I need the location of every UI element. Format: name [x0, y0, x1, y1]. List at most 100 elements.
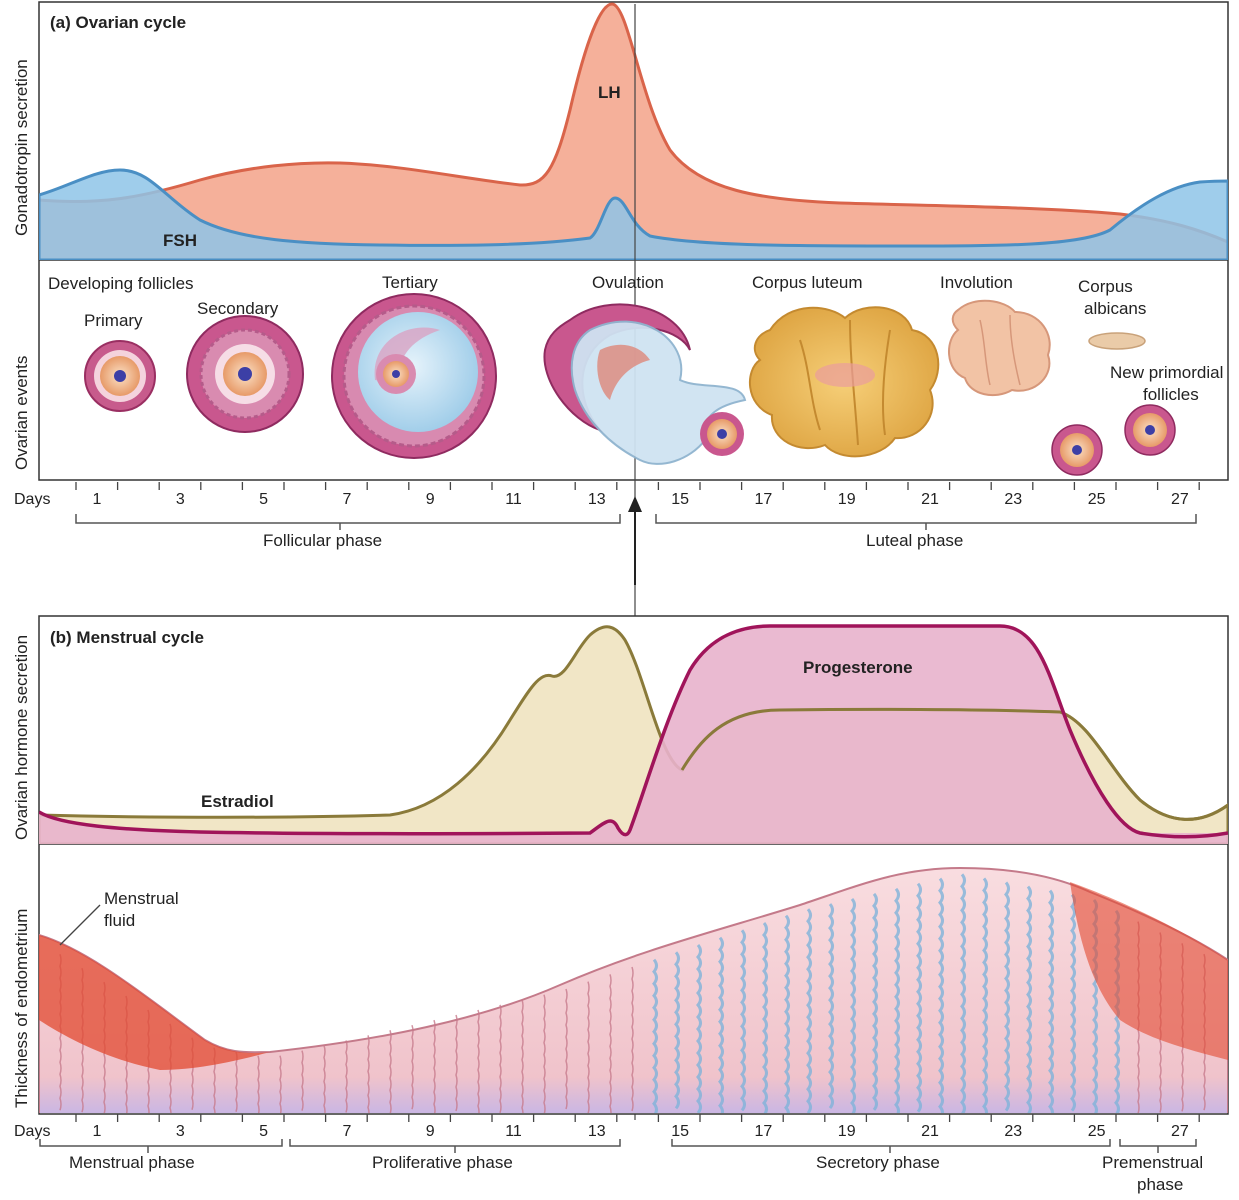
day-tick-label: 27	[1171, 1123, 1189, 1140]
endometrial-gland	[872, 892, 878, 1111]
estradiol-label: Estradiol	[201, 792, 274, 811]
corpus-luteum	[748, 306, 940, 458]
endometrial-gland	[762, 922, 768, 1113]
menstrual-shedding-right	[1070, 882, 1228, 1060]
day-tick-label: 23	[1004, 491, 1022, 508]
premenstrual-phase-label-1: Premenstrual	[1102, 1153, 1203, 1172]
day-tick-label: 17	[755, 1123, 773, 1140]
fsh-area	[39, 168, 1228, 260]
day-tick-label: 1	[93, 491, 102, 508]
day-tick-label: 1	[93, 1123, 102, 1140]
endometrial-gland	[806, 908, 812, 1113]
ovarian-hormone-axis-label: Ovarian hormone secretion	[12, 635, 31, 840]
day-tick-label: 11	[505, 491, 522, 508]
endometrial-glands	[59, 873, 1206, 1113]
endometrial-gland	[696, 944, 702, 1113]
event-ovulation: Ovulation	[592, 273, 664, 292]
premenstrual-phase-label-2: phase	[1137, 1175, 1183, 1194]
panel-a-title: (a) Ovarian cycle	[50, 13, 186, 32]
tertiary-follicle	[331, 293, 497, 459]
estradiol-line	[680, 707, 1228, 821]
panel-a-days-label: Days	[14, 491, 50, 508]
corpus-albicans	[1088, 332, 1146, 350]
day-tick-label: 11	[505, 1123, 522, 1140]
endometrial-gland	[323, 1045, 326, 1113]
endometrial-gland	[631, 966, 634, 1112]
lh-label: LH	[598, 83, 621, 102]
secretory-phase-label: Secretory phase	[816, 1153, 940, 1172]
progesterone-line	[39, 624, 1228, 839]
endometrial-gland	[389, 1030, 392, 1113]
event-new-primordial-2: follicles	[1143, 385, 1199, 404]
menstrual-fluid-label-1: Menstrual	[104, 889, 179, 908]
endometrial-gland	[543, 994, 546, 1113]
endometrial-gland	[1048, 889, 1054, 1113]
endometrial-gland	[982, 877, 988, 1113]
ovarian-hormone-curves	[39, 624, 1228, 844]
day-tick-label: 9	[426, 491, 435, 508]
day-tick-label: 17	[755, 491, 773, 508]
day-tick-label: 21	[921, 491, 939, 508]
ovulation-arrow-head	[628, 496, 642, 512]
event-primary: Primary	[84, 311, 143, 330]
day-tick-label: 27	[1171, 491, 1189, 508]
progesterone-label: Progesterone	[803, 658, 913, 677]
endometrial-gland	[894, 887, 900, 1113]
menstrual-fluid-pointer	[59, 904, 101, 946]
endometrial-gland	[587, 981, 590, 1113]
endometrial-gland	[718, 936, 724, 1113]
day-tick-label: 25	[1088, 491, 1106, 508]
event-corpus-albicans-2: albicans	[1084, 299, 1146, 318]
endometrial-gland	[521, 999, 524, 1113]
menstrual-phase-label: Menstrual phase	[69, 1153, 195, 1172]
endometrial-gland	[828, 903, 834, 1110]
endometrial-gland	[938, 877, 944, 1113]
endometrial-gland	[301, 1050, 304, 1111]
event-secondary: Secondary	[197, 299, 279, 318]
ovulating-follicle	[543, 303, 747, 465]
endometrium-axis-label: Thickness of endometrium	[12, 909, 31, 1108]
secondary-follicle	[186, 315, 304, 433]
fsh-label: FSH	[163, 231, 197, 250]
day-tick-label: 13	[588, 1123, 606, 1140]
phase-brackets-b	[39, 1139, 1197, 1153]
endometrial-gland	[433, 1019, 436, 1113]
endometrial-gland	[1026, 885, 1032, 1113]
primary-follicle	[84, 340, 156, 412]
day-tick-label: 3	[176, 1123, 185, 1140]
gonadotropin-curves	[39, 2, 1228, 260]
ovarian-events-axis-label: Ovarian events	[12, 356, 31, 470]
endometrial-gland	[455, 1014, 458, 1112]
progesterone-area	[39, 626, 1228, 844]
day-tick-label: 9	[426, 1123, 435, 1140]
day-tick-label: 15	[671, 491, 689, 508]
day-tick-label: 25	[1088, 1123, 1106, 1140]
panel-b-day-ticks: 135791113151719212325271	[75, 1114, 1200, 1140]
day-tick-label: 3	[176, 491, 185, 508]
event-involution: Involution	[940, 273, 1013, 292]
endometrial-gland	[235, 1051, 238, 1112]
day-tick-label: 21	[921, 1123, 939, 1140]
panel-b-title: (b) Menstrual cycle	[50, 628, 204, 647]
event-corpus-luteum: Corpus luteum	[752, 273, 863, 292]
follicular-phase-bracket	[75, 514, 621, 530]
endometrial-gland	[960, 873, 966, 1113]
event-corpus-albicans-1: Corpus	[1078, 277, 1133, 296]
endometrial-gland	[345, 1040, 348, 1113]
day-tick-label: 23	[1004, 1123, 1022, 1140]
luteal-phase-label: Luteal phase	[866, 531, 963, 550]
day-tick-label: 15	[671, 1123, 689, 1140]
endometrial-gland	[674, 951, 680, 1110]
endometrial-gland	[477, 1009, 480, 1113]
endometrial-gland	[257, 1055, 260, 1113]
endometrial-gland	[499, 1004, 502, 1113]
menstrual-fluid-label-2: fluid	[104, 911, 135, 930]
new-primordial-follicles	[1051, 404, 1176, 476]
endometrial-gland	[1004, 881, 1010, 1112]
endometrium-illustration	[39, 866, 1228, 1113]
day-tick-label: 5	[259, 1123, 268, 1140]
day-tick-label: 7	[342, 491, 351, 508]
proliferative-phase-label: Proliferative phase	[372, 1153, 513, 1172]
endometrial-gland	[1070, 893, 1076, 1112]
